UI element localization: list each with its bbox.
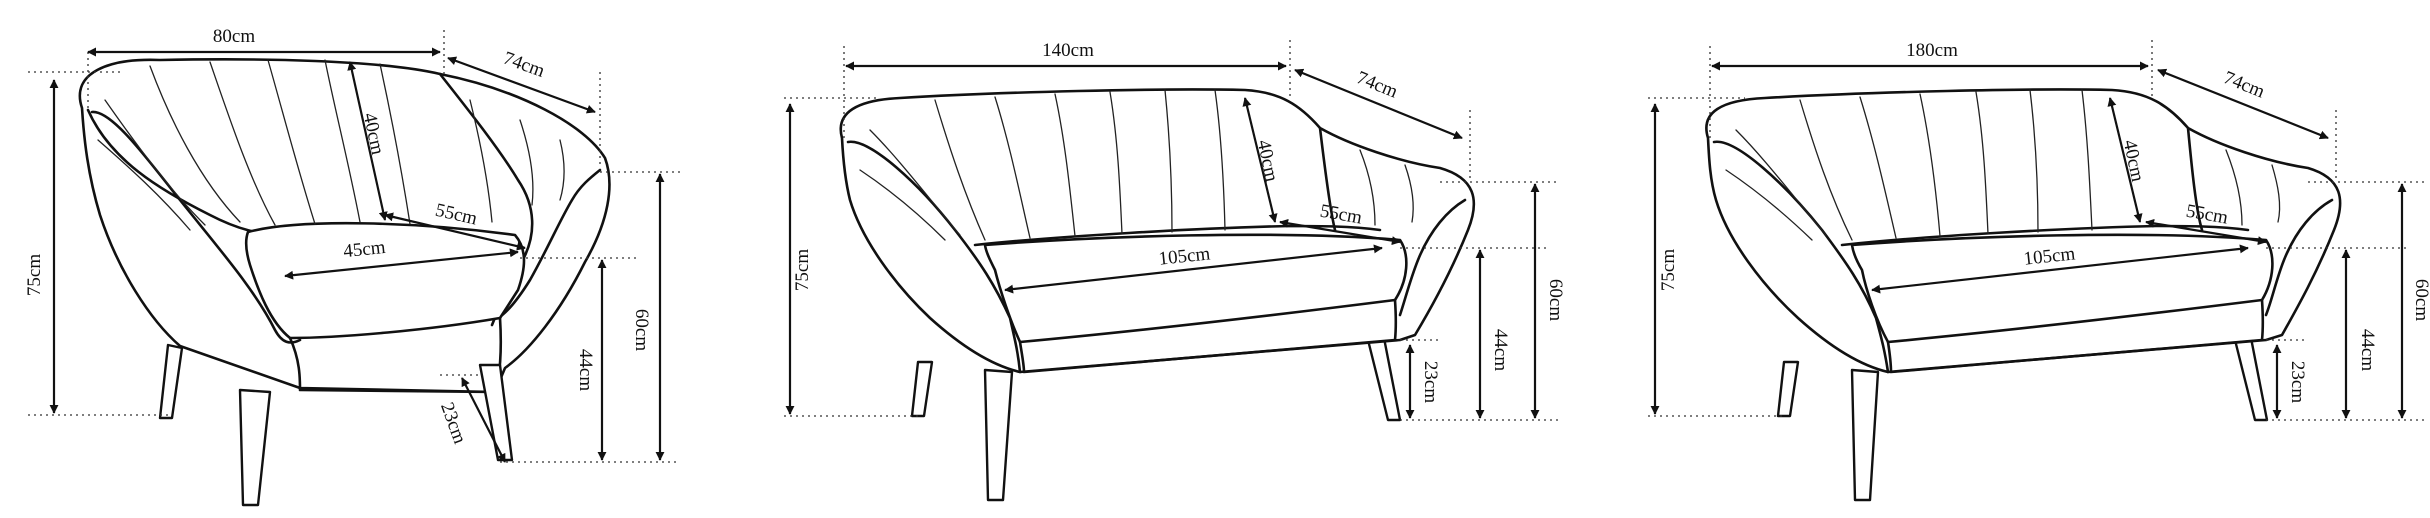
- armchair-leg-height-line: [461, 377, 506, 463]
- sofa-180-channel-4: [1975, 91, 1989, 235]
- sofa-180-base: [1886, 298, 2265, 374]
- sofa-140-channel-8: [859, 169, 946, 241]
- sofa-180-back-height-line: [2107, 97, 2143, 223]
- sofa-180-channel-3: [1919, 93, 1941, 237]
- sofa-140-rear-right-leg: [1366, 336, 1402, 422]
- armchair-seat-width-label: 45cm: [342, 237, 386, 262]
- sofa-140-seat-width-line: [1004, 244, 1383, 294]
- sofa-140-channel-10: [1404, 164, 1414, 223]
- sofa-140-depth-line: [1294, 68, 1463, 140]
- armchair-left-arm: [90, 110, 302, 344]
- armchair-channel-10: [559, 139, 565, 201]
- sofa-180-channel-5: [2029, 89, 2039, 233]
- armchair-figure: 80cm 74cm 40cm 55cm 45cm 75cm 60cm 44cm …: [24, 26, 680, 507]
- armchair-total-height-label: 75cm: [24, 254, 45, 296]
- armchair-leg-height-label: 23cm: [436, 400, 470, 447]
- sofa-180-width-label: 180cm: [1906, 40, 1958, 61]
- sofa-140-base: [1018, 298, 1398, 374]
- sofa-180-arm-height-label: 60cm: [2411, 279, 2430, 321]
- armchair-back-height-line: [347, 61, 388, 221]
- sofa-140-seat-height-label: 44cm: [1490, 329, 1511, 371]
- sofa-140-channel-4: [1109, 91, 1123, 235]
- armchair-front-left-leg: [238, 388, 272, 507]
- sofa-180-channel-8: [1725, 169, 1813, 241]
- armchair-channel-3: [267, 59, 316, 225]
- sofa-140-figure: 140cm 74cm 40cm 55cm 105cm 75cm 60cm 44c…: [784, 40, 1566, 502]
- sofa-180-rear-left-leg: [1776, 360, 1800, 418]
- sofa-140-left-arm: [846, 140, 1022, 374]
- sofa-180-seat-height-label: 44cm: [2357, 329, 2378, 371]
- sofa-180-channel-9: [2225, 149, 2243, 226]
- sofa-140-channel-9: [1359, 149, 1376, 226]
- armchair-arm-height-label: 60cm: [631, 309, 652, 351]
- sofa-140-front-left-leg: [983, 368, 1014, 502]
- armchair-seat-depth-line: [384, 212, 526, 251]
- sofa-140-back-height-line: [1242, 97, 1278, 223]
- armchair-channel-7: [97, 139, 191, 231]
- sofa-180-leg-height-label: 23cm: [2287, 361, 2308, 403]
- sofa-180-channel-1: [1799, 99, 1853, 241]
- armchair-right-arm-front: [496, 168, 602, 320]
- armchair-channel-9: [519, 119, 534, 206]
- sofa-140-channel-7: [869, 129, 961, 236]
- sofa-180-drawing: [1705, 88, 2342, 502]
- sofa-180-left-arm: [1712, 140, 1890, 374]
- armchair-channel-1: [149, 65, 241, 223]
- armchair-depth-label: 74cm: [500, 48, 547, 82]
- armchair-seat-height-label: 44cm: [575, 349, 596, 391]
- armchair-width-label: 80cm: [213, 26, 255, 47]
- sofa-140-rear-left-leg: [910, 360, 934, 418]
- sofa-140-dimensions: [784, 40, 1560, 421]
- sofa-140-channel-6: [1214, 89, 1226, 231]
- armchair-depth-line: [447, 56, 596, 114]
- sofa-180-seat-width-line: [1871, 244, 2249, 294]
- sofa-140-total-height-label: 75cm: [792, 249, 813, 291]
- sofa-180-depth-line: [2157, 68, 2329, 140]
- sofa-180-channel-10: [2271, 164, 2281, 223]
- armchair-dimensions: [28, 30, 680, 463]
- armchair-rear-leg: [158, 343, 184, 420]
- sofa-180-channel-2: [1859, 96, 1897, 239]
- sofa-140-labels: 140cm 74cm 40cm 55cm 105cm 75cm 60cm 44c…: [792, 40, 1566, 403]
- armchair-seat-width-line: [284, 248, 519, 280]
- armchair-seat-cushion: [244, 221, 526, 340]
- sofa-140-arm-height-label: 60cm: [1545, 279, 1566, 321]
- sofa-140-seat-depth-line: [1279, 218, 1401, 246]
- sofa-180-seat-depth-line: [2145, 218, 2267, 246]
- sofa-180-total-height-label: 75cm: [1658, 249, 1679, 291]
- sofa-140-channel-2: [994, 96, 1031, 239]
- sofa-180-front-left-leg: [1850, 368, 1880, 502]
- sofa-180-channel-6: [2081, 89, 2093, 231]
- sofa-180-figure: 180cm 74cm 40cm 55cm 105cm 75cm 60cm 44c…: [1648, 40, 2430, 502]
- sofa-180-channel-7: [1735, 129, 1827, 236]
- sofa-180-rear-right-leg: [2233, 336, 2269, 422]
- sofa-140-channel-3: [1054, 93, 1076, 237]
- sofa-140-channel-5: [1164, 89, 1173, 233]
- armchair-channel-6: [104, 99, 206, 226]
- sofa-140-channel-1: [934, 99, 986, 241]
- sofa-140-drawing: [839, 88, 1476, 502]
- sofa-140-width-label: 140cm: [1042, 40, 1094, 61]
- sofa-140-leg-height-label: 23cm: [1420, 361, 1441, 403]
- sofa-180-dimensions: [1648, 40, 2425, 421]
- armchair-drawing: [78, 58, 611, 507]
- armchair-channel-2: [209, 61, 276, 226]
